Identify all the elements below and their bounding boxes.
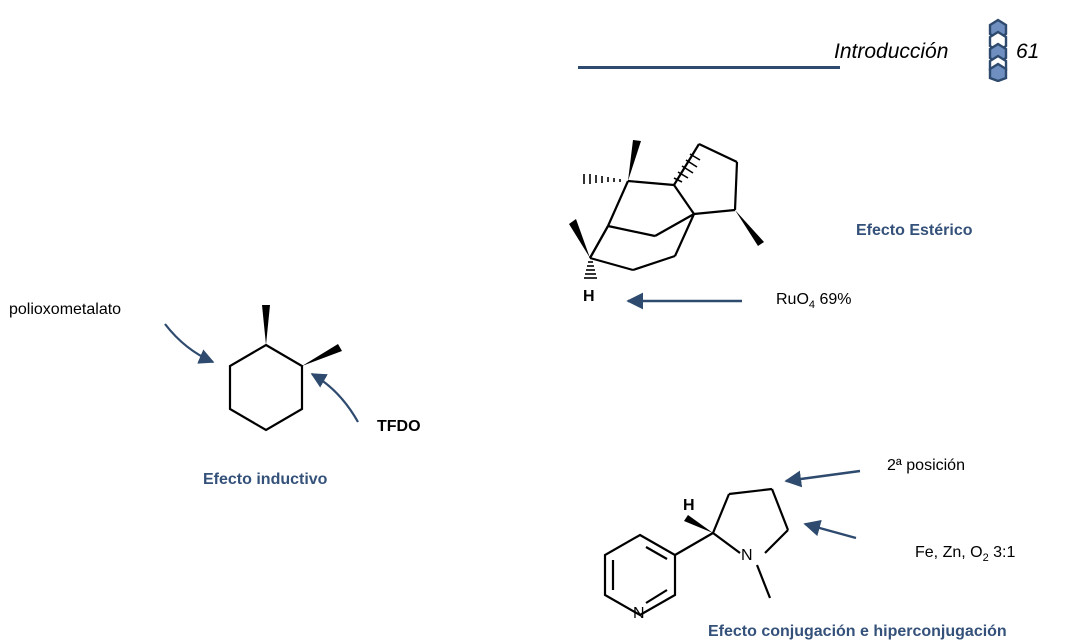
section-title: Introducción xyxy=(834,40,949,63)
arrow-fe-zn xyxy=(803,519,857,540)
steric-atom-h: H xyxy=(583,288,595,305)
pyridine-atom-n: N xyxy=(633,605,645,622)
header-rule xyxy=(578,66,840,69)
hexagon-chain-logo-icon xyxy=(988,18,1008,82)
arrow-tfdo xyxy=(310,373,359,423)
hashed-bond-h xyxy=(584,261,597,279)
cedrane-structure xyxy=(589,143,739,272)
wedge-bond-top-methyl xyxy=(628,140,641,181)
wedge-bond-right-methyl xyxy=(735,210,764,246)
wedge-bond-right xyxy=(302,344,342,366)
page-number: 61 xyxy=(1016,40,1040,63)
reagent-tfdo: TFDO xyxy=(377,418,421,435)
caption-efecto-conjugacion: Efecto conjugación e hiperconjugación xyxy=(708,623,1007,640)
nicotine-structure xyxy=(603,487,790,617)
caption-efecto-esterico: Efecto Estérico xyxy=(856,222,973,239)
arrow-polioxometalato xyxy=(164,323,215,364)
nicotine-atom-n: N xyxy=(741,547,753,564)
wedge-bond-h xyxy=(684,515,713,533)
arrow-2a-posicion xyxy=(784,469,861,488)
caption-efecto-inductivo: Efecto inductivo xyxy=(203,471,328,488)
hashed-bond-left xyxy=(583,174,621,184)
reagent-polioxometalato: polioxometalato xyxy=(9,301,122,318)
reagent-2a-posicion: 2ª posición xyxy=(887,457,965,474)
reagent-ruo4: RuO4 69% xyxy=(776,291,852,312)
nicotine-atom-h: H xyxy=(683,497,695,514)
wedge-bond-top xyxy=(262,305,270,345)
dimethylcyclohexane-structure xyxy=(228,343,304,432)
hashed-bond-top-right xyxy=(673,153,701,183)
wedge-bond-left-methyl xyxy=(569,219,590,258)
reagent-fe-zn-o2: Fe, Zn, O2 3:1 xyxy=(915,544,1016,565)
